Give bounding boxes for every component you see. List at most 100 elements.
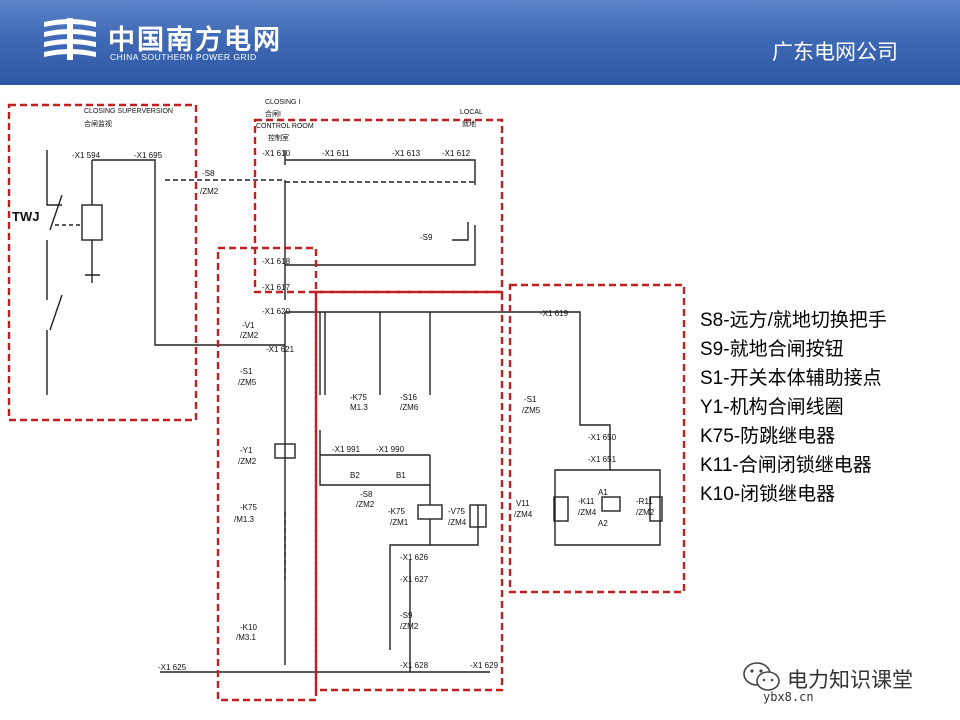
s8-zm2-label: /ZM2 — [200, 187, 219, 196]
s16-zm6-label: /ZM6 — [400, 403, 419, 412]
r11-label: -R11 — [636, 497, 653, 506]
header-banner: 中国南方电网 CHINA SOUTHERN POWER GRID 广东电网公司 — [0, 0, 960, 85]
legend-item-k10: K10-闭锁继电器 — [700, 484, 836, 505]
b2-label: B2 — [350, 471, 360, 480]
s9-wire — [285, 225, 476, 266]
v75-zm4-label: /ZM4 — [448, 518, 467, 527]
k75-left-m13-label: /M1.3 — [234, 515, 255, 524]
s9-mid-zm2-label: /ZM2 — [400, 622, 419, 631]
legend-item-s1: S1-开关本体辅助接点 — [700, 368, 882, 389]
legend-item-k11: K11-合闸闭锁继电器 — [700, 455, 872, 476]
legend-item-s9: S9-就地合闸按钮 — [700, 339, 844, 360]
r11-resistor — [649, 496, 663, 522]
x1-619: -X1 619 — [540, 309, 569, 318]
k75-coil-zm1-label: /ZM1 — [390, 518, 409, 527]
v11-zm4-label: /ZM4 — [514, 510, 533, 519]
local-en: LOCAL — [460, 109, 483, 116]
x1-612: -X1 612 — [442, 149, 471, 158]
s8-mid-zm2-label: /ZM2 — [356, 500, 375, 509]
y1-label: -Y1 — [240, 446, 253, 455]
twj-coil — [81, 204, 103, 241]
x1-990: -X1 990 — [376, 445, 405, 454]
v75-wire — [430, 505, 479, 546]
control-top-wire — [285, 159, 476, 185]
x1-625: -X1 625 — [158, 663, 187, 672]
x1-627: -X1 627 — [400, 575, 429, 584]
k10-m31-label: /M3.1 — [236, 633, 257, 642]
circuit-diagram: CLOSING SUPERVERSION 合闸监视 CLOSING I 合闸I … — [7, 99, 686, 702]
x1-620: -X1 620 — [262, 307, 291, 316]
v75-element — [469, 504, 487, 528]
k75-mid-m13-label: M1.3 — [350, 403, 368, 412]
k11-network — [554, 395, 661, 546]
k10-label: -K10 — [240, 623, 257, 632]
v11-element — [553, 496, 569, 522]
x1-613: -X1 613 — [392, 149, 421, 158]
local-cn: 就地 — [462, 119, 476, 128]
x1-629: -X1 629 — [470, 661, 499, 670]
twj-wire — [46, 150, 62, 206]
closing-supervision-en: CLOSING SUPERVERSION — [84, 108, 173, 115]
b1-label: B1 — [396, 471, 406, 480]
logo-chinese-name: 中国南方电网 — [108, 25, 282, 56]
legend-item-k75: K75-防跳继电器 — [700, 426, 836, 447]
closing-supervision-cn: 合闸监视 — [84, 119, 112, 128]
x1-610: -X1 610 — [262, 149, 291, 158]
v75-label: -V75 — [448, 507, 465, 516]
x1-991: -X1 991 — [332, 445, 361, 454]
dashed-boxes — [7, 103, 686, 702]
x1-628: -X1 628 — [400, 661, 429, 670]
closing-cn: 合闸I — [265, 109, 281, 118]
k75-mid-label: -K75 — [350, 393, 367, 402]
k11-coil — [601, 496, 621, 512]
x1-617: -X1 617 — [262, 283, 291, 292]
component-labels: TWJ -X1 594 -X1 695 -X1 610 -X1 611 -X1 … — [12, 149, 655, 672]
s9-mid-label: -S9 — [400, 611, 413, 620]
s1-right-zm5-label: /ZM5 — [522, 406, 541, 415]
control-room-en: CONTROL ROOM — [256, 123, 314, 130]
x1-651: -X1 651 — [588, 455, 617, 464]
s9-label: -S9 — [420, 233, 433, 242]
supervision-wire — [92, 159, 285, 346]
twj-coil-wire — [85, 240, 100, 283]
k75-coil — [417, 504, 443, 520]
s8-mid-label: -S8 — [360, 490, 373, 499]
logo-english-name: CHINA SOUTHERN POWER GRID — [110, 52, 257, 62]
s1-left-label: -S1 — [240, 367, 253, 376]
k75-loop — [319, 430, 431, 486]
s8-label: -S8 — [202, 169, 215, 178]
middle-box — [314, 290, 504, 692]
v1-label: -V1 — [242, 321, 255, 330]
main-bus — [285, 311, 581, 395]
s16-label: -S16 — [400, 393, 417, 402]
twj-label: TWJ — [12, 209, 39, 224]
s1-left-zm5-label: /ZM5 — [238, 378, 257, 387]
legend-item-y1: Y1-机构合闸线圈 — [700, 397, 844, 418]
k11-box — [508, 283, 686, 594]
x1-618: -X1 618 — [262, 257, 291, 266]
k75-coil-label: -K75 — [388, 507, 405, 516]
r11-zm2-label: /ZM2 — [636, 508, 655, 517]
company-name: 广东电网公司 — [772, 40, 898, 64]
twj-contact — [49, 194, 63, 231]
control-room-cn: 控制室 — [268, 133, 289, 142]
section-labels: CLOSING SUPERVERSION 合闸监视 CLOSING I 合闸I … — [84, 99, 483, 142]
x1-611: -X1 611 — [322, 149, 350, 158]
watermark-text: 电力知识课堂 — [787, 668, 913, 692]
component-legend: S8-远方/就地切换把手 S9-就地合闸按钮 S1-开关本体辅助接点 Y1-机构… — [700, 306, 887, 509]
site-watermark: ybx8.cn — [763, 690, 814, 704]
v1-zm2-label: /ZM2 — [240, 331, 259, 340]
k11-a2-label: A2 — [598, 519, 608, 528]
k11-label: -K11 — [578, 497, 595, 506]
s9-button — [452, 222, 469, 241]
k75-left-label: -K75 — [240, 503, 257, 512]
control-room-box — [253, 118, 504, 294]
x1-695: -X1 695 — [134, 151, 163, 160]
y1-zm2-label: /ZM2 — [238, 457, 257, 466]
china-southern-power-grid-logo-icon — [44, 18, 96, 60]
k75-coil-bottom — [389, 519, 431, 650]
k11-a1-label: A1 — [598, 488, 608, 497]
legend-item-s8: S8-远方/就地切换把手 — [700, 310, 887, 331]
closing-en: CLOSING I — [265, 99, 300, 106]
k75-branch — [319, 312, 326, 395]
